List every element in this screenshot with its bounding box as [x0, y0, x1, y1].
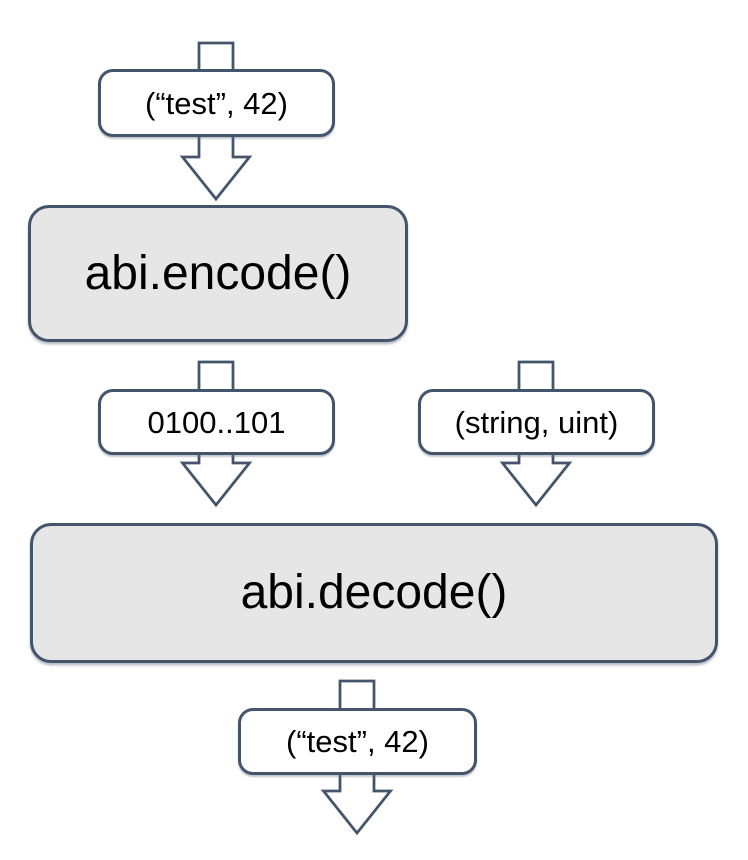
- node-types-tuple: (string, uint): [418, 389, 655, 455]
- node-abi-decode: abi.decode(): [30, 523, 718, 663]
- node-types-tuple-label: (string, uint): [454, 404, 619, 440]
- node-output-tuple: (“test”, 42): [238, 708, 477, 775]
- node-encoded-bytes: 0100..101: [98, 389, 335, 455]
- node-abi-encode: abi.encode(): [28, 205, 408, 342]
- node-encoded-bytes-label: 0100..101: [147, 404, 286, 440]
- node-abi-encode-label: abi.encode(): [84, 246, 352, 300]
- node-input-tuple-label: (“test”, 42): [145, 85, 288, 121]
- node-input-tuple: (“test”, 42): [98, 69, 335, 137]
- node-output-tuple-label: (“test”, 42): [286, 724, 429, 759]
- node-abi-decode-label: abi.decode(): [240, 566, 508, 619]
